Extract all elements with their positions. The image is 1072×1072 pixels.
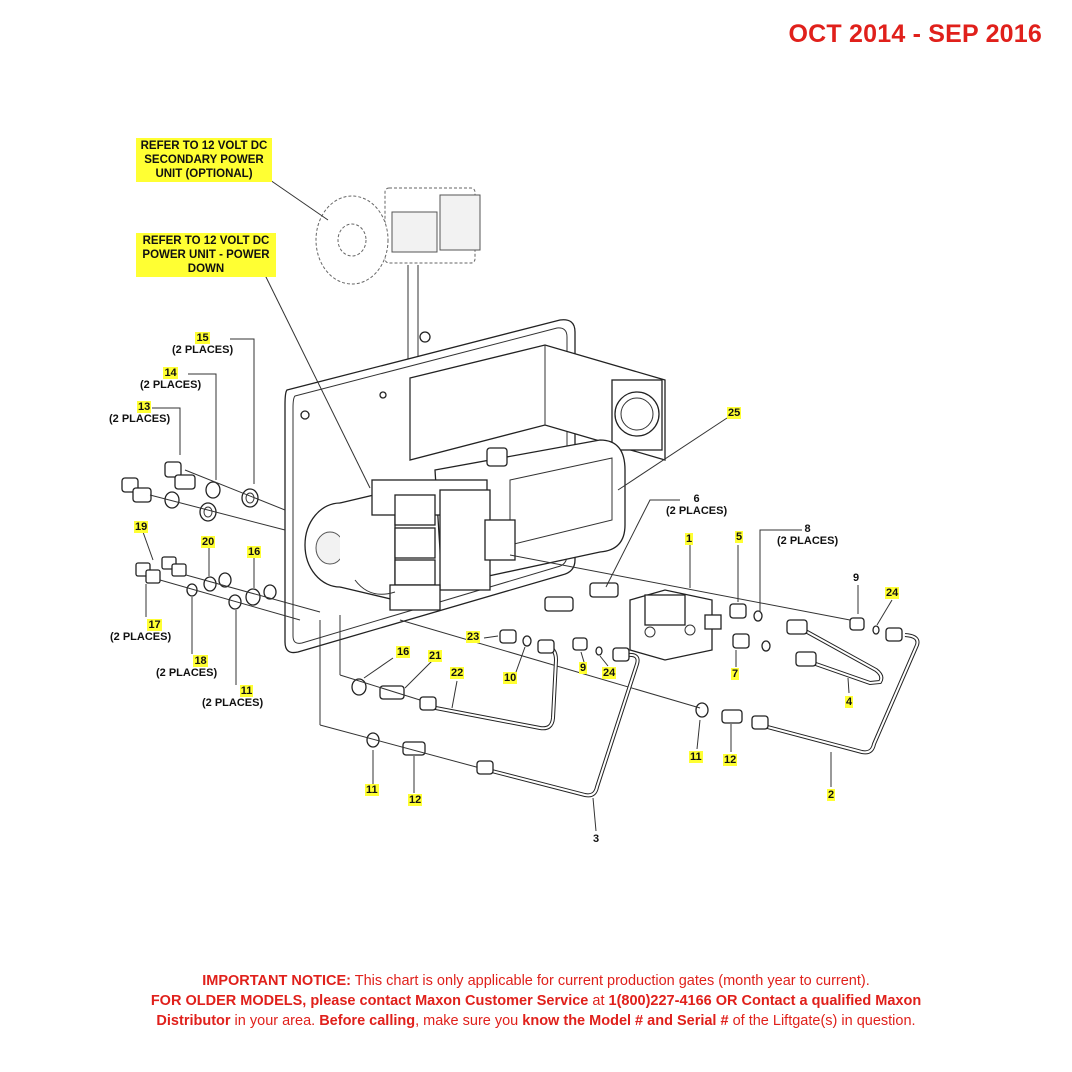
callout-16-upper: 16 — [247, 546, 262, 558]
callout-5: 5 — [735, 531, 744, 543]
callout-2: 2 — [827, 789, 836, 801]
date-range-header: OCT 2014 - SEP 2016 — [788, 20, 1042, 48]
valve-block-1-drawing — [629, 589, 722, 661]
callout-3: 3 — [593, 833, 600, 845]
callout-13: 13(2 PLACES) — [109, 401, 171, 425]
note-power-unit-down: REFER TO 12 VOLT DC POWER UNIT - POWER D… — [136, 233, 276, 277]
callout-4: 4 — [845, 696, 854, 708]
power-unit-drawing — [304, 479, 516, 611]
important-notice: IMPORTANT NOTICE: This chart is only app… — [0, 971, 1072, 1031]
callout-9-middle: 9 — [579, 662, 588, 674]
callout-16-lower: 16 — [396, 646, 411, 658]
callout-24-middle: 24 — [602, 667, 617, 679]
callout-25: 25 — [727, 407, 742, 419]
callout-12-right: 12 — [723, 754, 738, 766]
note-secondary-power-unit: REFER TO 12 VOLT DC SECONDARY POWER UNIT… — [136, 138, 272, 182]
callout-15: 15(2 PLACES) — [172, 332, 234, 356]
callout-18: 18(2 PLACES) — [156, 655, 218, 679]
callout-6: 6(2 PLACES) — [666, 493, 728, 517]
callout-7: 7 — [731, 668, 740, 680]
callout-19: 19 — [134, 521, 149, 533]
notice-line-1: IMPORTANT NOTICE: This chart is only app… — [202, 973, 870, 989]
fittings-right-drawing — [319, 554, 880, 769]
callout-leader-lines — [142, 179, 893, 832]
callout-11-bottom: 11 — [365, 784, 379, 796]
callout-8: 8(2 PLACES) — [777, 523, 839, 547]
callout-9-right: 9 — [853, 572, 860, 584]
callout-11-left: 11(2 PLACES) — [202, 685, 264, 709]
mount-bracket-drawing — [409, 344, 666, 461]
notice-line-3: Distributor in your area. Before calling… — [156, 1013, 916, 1029]
callout-11-right: 11 — [689, 751, 703, 763]
callout-23: 23 — [466, 631, 481, 643]
callout-10: 10 — [503, 672, 518, 684]
callout-24-right: 24 — [885, 587, 900, 599]
callout-21: 21 — [428, 650, 443, 662]
callout-1: 1 — [685, 533, 694, 545]
notice-line-2: FOR OLDER MODELS, please contact Maxon C… — [150, 993, 922, 1009]
callout-17: 17(2 PLACES) — [110, 619, 172, 643]
hydraulic-tubes-drawing — [419, 619, 920, 798]
secondary-power-unit-drawing — [315, 187, 481, 395]
fittings-left-drawing — [121, 461, 321, 621]
callout-20: 20 — [201, 536, 216, 548]
callout-12-bottom: 12 — [408, 794, 423, 806]
callout-22: 22 — [450, 667, 465, 679]
callout-14: 14(2 PLACES) — [140, 367, 202, 391]
